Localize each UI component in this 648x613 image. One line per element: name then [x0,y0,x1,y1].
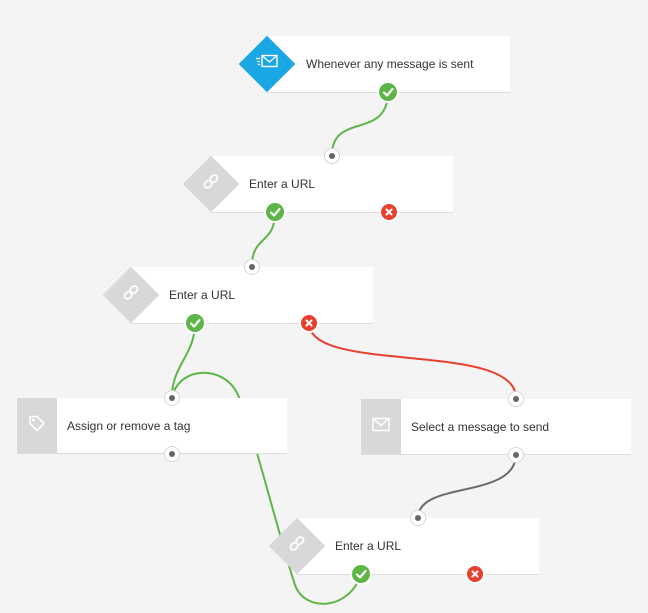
success-output[interactable] [266,203,284,221]
url-node-2[interactable]: Enter a URL [131,267,373,324]
link-icon [288,535,306,558]
message-action-node[interactable]: Select a message to send [361,399,631,455]
output-handle[interactable] [164,446,180,462]
node-icon-panel [361,399,401,454]
connector-msg-to-url3[interactable] [417,453,517,519]
input-handle[interactable] [410,510,426,526]
connector-url2-error-to-msg[interactable] [308,322,517,399]
connector-url2-to-tag[interactable] [171,322,196,398]
output-handle[interactable] [508,447,524,463]
node-label: Enter a URL [249,177,316,191]
success-output[interactable] [352,565,370,583]
url-node-3[interactable]: Enter a URL [297,518,539,575]
error-output[interactable] [301,315,317,331]
node-label: Assign or remove a tag [67,418,191,433]
node-label: Enter a URL [335,539,402,553]
link-icon [202,173,220,196]
connector-url3-loop[interactable] [171,371,362,605]
input-handle[interactable] [244,259,260,275]
tag-icon [28,414,46,437]
envelope-icon [372,417,390,436]
error-output[interactable] [467,566,483,582]
node-label: Enter a URL [169,288,236,302]
input-handle[interactable] [164,390,180,406]
input-handle[interactable] [324,148,340,164]
success-output[interactable] [379,83,397,101]
input-handle[interactable] [508,391,524,407]
success-output[interactable] [186,314,204,332]
envelope-send-icon [256,54,278,75]
error-output[interactable] [381,204,397,220]
node-label: Whenever any message is sent [306,57,474,71]
node-label: Select a message to send [411,419,550,434]
url-node-1[interactable]: Enter a URL [211,156,453,213]
node-icon-panel [17,398,57,453]
connector-trigger-to-url1[interactable] [331,91,389,156]
tag-action-node[interactable]: Assign or remove a tag [17,398,287,454]
link-icon [122,284,140,307]
